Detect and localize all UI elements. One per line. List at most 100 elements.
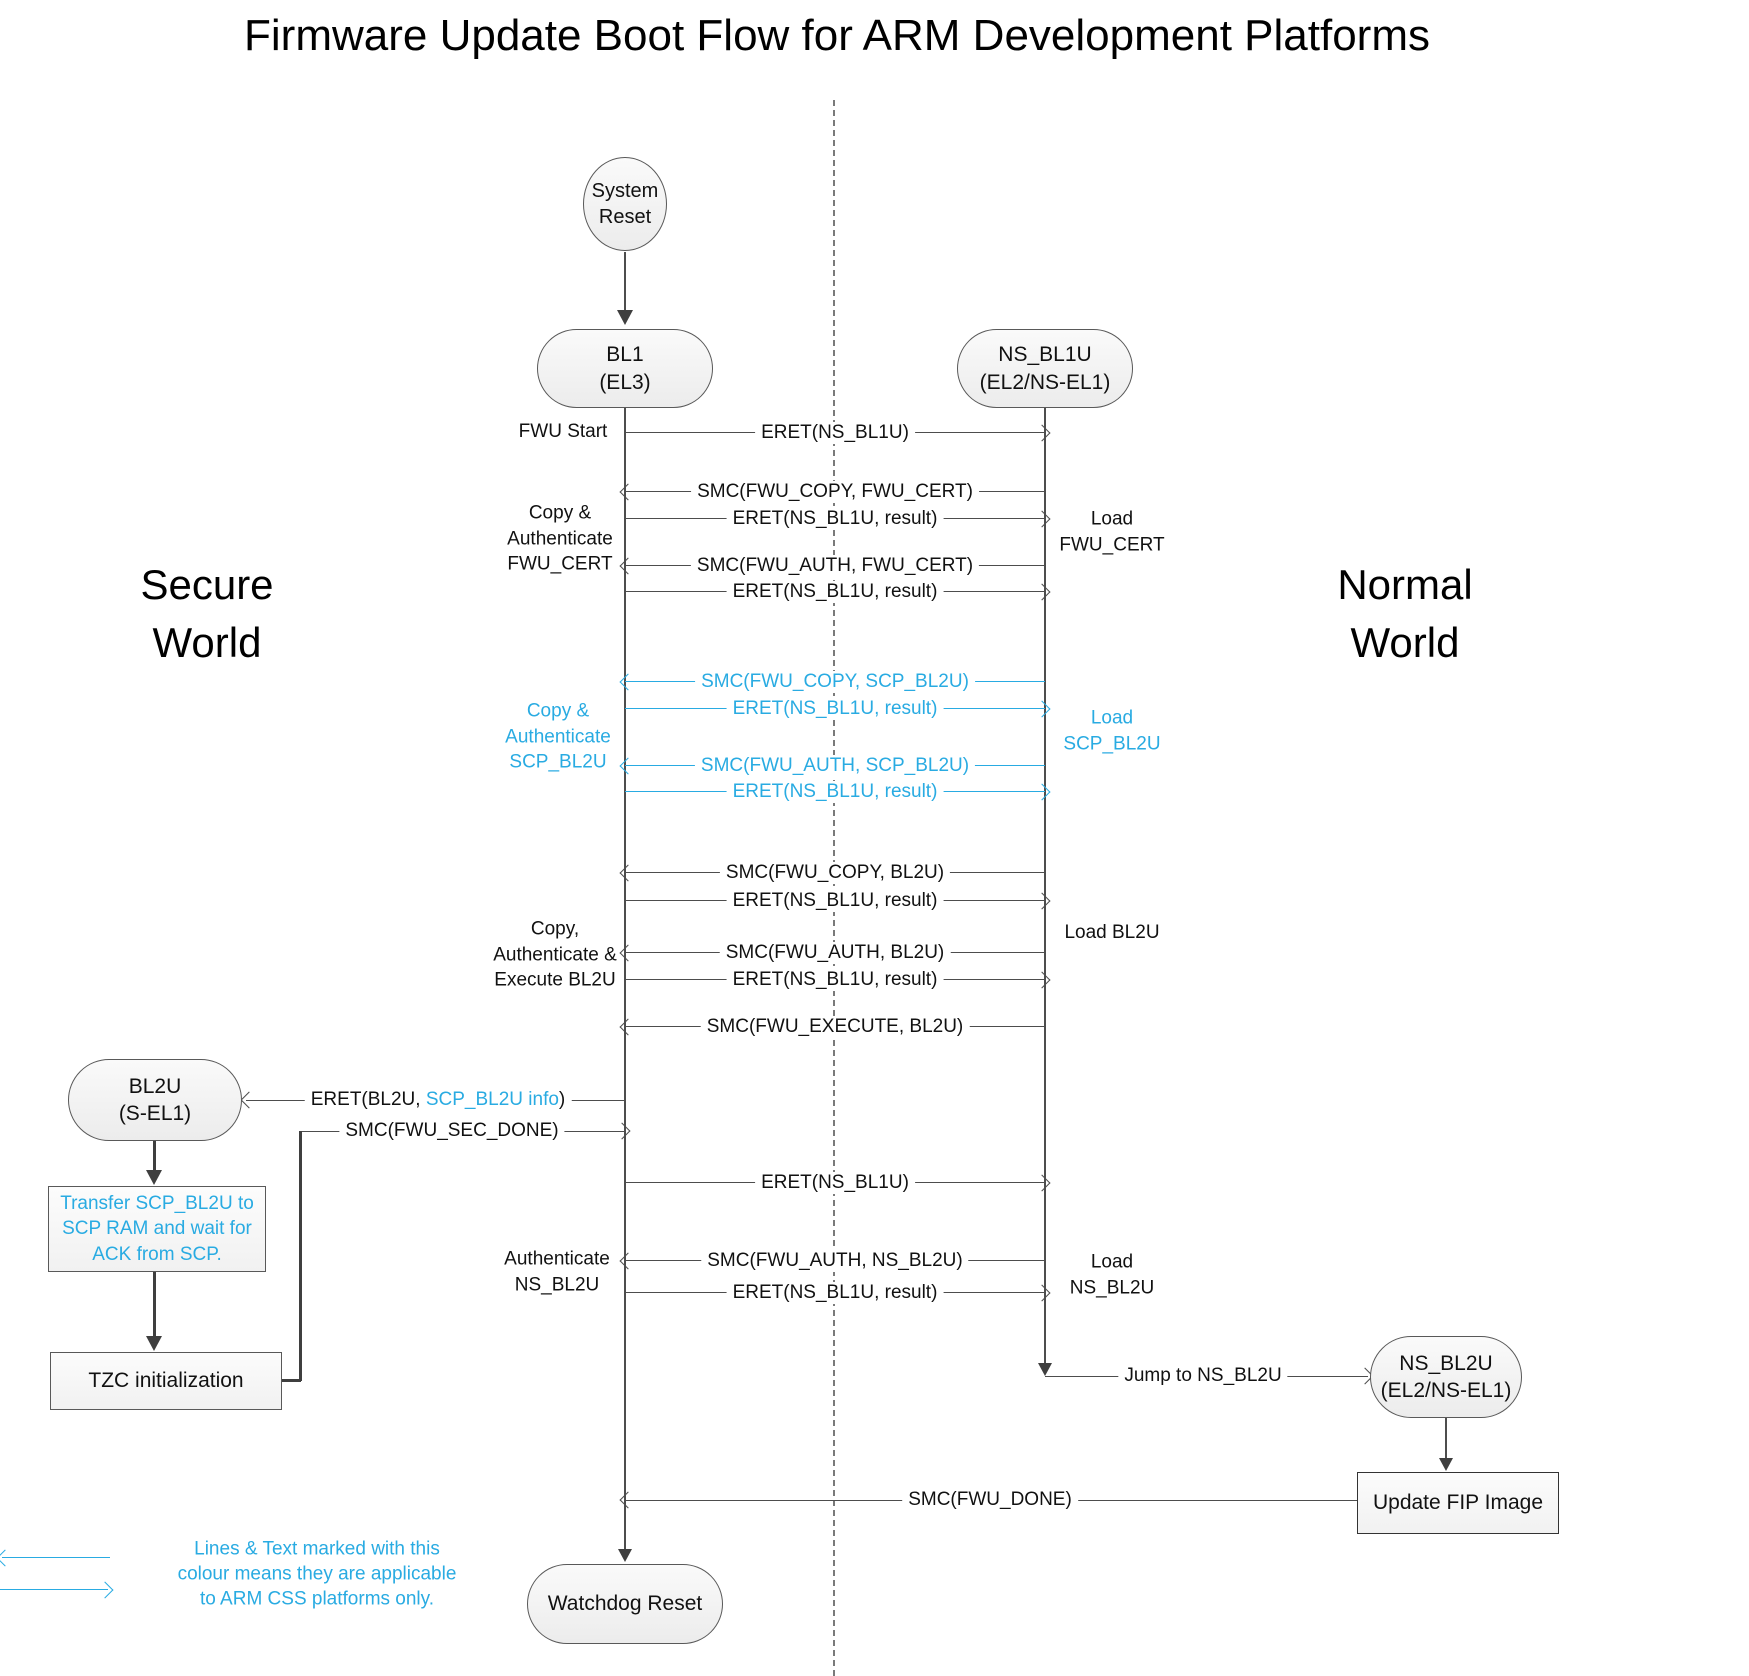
- arrowhead-right-icon: [1033, 424, 1051, 442]
- node-tzc-init: TZC initialization: [50, 1352, 282, 1410]
- node-system-reset: System Reset: [583, 157, 667, 251]
- smc-sec-done-label: SMC(FWU_SEC_DONE): [339, 1120, 565, 1142]
- arrowhead-down-icon: [146, 1336, 162, 1351]
- arrowhead-right-icon: [96, 1581, 114, 1599]
- side-label: FWU Start: [518, 421, 608, 443]
- arrow-jump-ns-bl2u: Jump to NS_BL2U: [1045, 1365, 1374, 1387]
- node-bl2u: BL2U (S-EL1): [68, 1059, 242, 1141]
- side-label: Load SCP_BL2U: [1063, 707, 1161, 754]
- arrowhead-left-icon: [619, 1491, 637, 1509]
- side-label: Copy, Authenticate & Execute BL2U: [493, 918, 617, 991]
- system-reset-to-bl1-line: [624, 252, 626, 314]
- message-label: SMC(FWU_EXECUTE, BL2U): [700, 1016, 970, 1038]
- message-arrow-smc: SMC(FWU_COPY, FWU_CERT): [619, 481, 1045, 503]
- secure-world-label: Secure World: [140, 561, 274, 666]
- message-label: SMC(FWU_AUTH, FWU_CERT): [690, 555, 980, 577]
- side-label: Authenticate NS_BL2U: [504, 1248, 610, 1295]
- arrow-eret-bl2u: ERET(BL2U, SCP_BL2U info): [240, 1089, 625, 1111]
- world-divider-dashed-line: [833, 100, 835, 1676]
- transfer-to-tzc-line: [153, 1272, 156, 1338]
- jump-ns-bl2u-label: Jump to NS_BL2U: [1118, 1365, 1288, 1387]
- arrowhead-down-icon: [618, 1549, 632, 1562]
- arrowhead-down-icon: [617, 310, 633, 325]
- legend-text: Lines & Text marked with this colour mea…: [177, 1538, 457, 1610]
- arrow-smc-fwu-done: SMC(FWU_DONE): [619, 1489, 1357, 1511]
- ns-bl2u-to-fip-line: [1445, 1418, 1447, 1460]
- message-arrow-smc: SMC(FWU_COPY, BL2U): [619, 862, 1045, 884]
- message-label: ERET(NS_BL1U, result): [726, 508, 944, 530]
- arrowhead-right-icon: [1033, 583, 1051, 601]
- message-arrow-eret: ERET(NS_BL1U, result): [625, 781, 1051, 803]
- node-transfer-scp: Transfer SCP_BL2U to SCP RAM and wait fo…: [48, 1186, 266, 1272]
- arrow-smc-sec-done: SMC(FWU_SEC_DONE): [302, 1120, 631, 1142]
- arrowhead-right-icon: [1033, 510, 1051, 528]
- message-arrow-eret: ERET(NS_BL1U, result): [625, 1282, 1051, 1304]
- eret-bl2u-label: ERET(BL2U, SCP_BL2U info): [304, 1089, 572, 1111]
- diagram-title: Firmware Update Boot Flow for ARM Develo…: [244, 11, 1430, 60]
- arrowhead-right-icon: [1033, 971, 1051, 989]
- message-arrow-smc: SMC(FWU_AUTH, BL2U): [619, 942, 1045, 964]
- message-label: ERET(NS_BL1U, result): [726, 969, 944, 991]
- message-arrow-eret: ERET(NS_BL1U, result): [625, 890, 1051, 912]
- arrowhead-left-icon: [240, 1091, 258, 1109]
- message-label: SMC(FWU_AUTH, NS_BL2U): [701, 1250, 969, 1272]
- arrowhead-right-icon: [1033, 892, 1051, 910]
- smc-fwu-done-label: SMC(FWU_DONE): [902, 1489, 1078, 1511]
- message-arrow-smc: SMC(FWU_COPY, SCP_BL2U): [619, 671, 1045, 693]
- normal-world-label: Normal World: [1337, 561, 1473, 666]
- node-bl1: BL1 (EL3): [537, 329, 713, 408]
- eret-bl2u-label-accent: SCP_BL2U info: [425, 1089, 559, 1110]
- arrowhead-left-icon: [619, 757, 637, 775]
- message-arrow-smc: SMC(FWU_EXECUTE, BL2U): [619, 1016, 1045, 1038]
- message-arrow-eret: ERET(NS_BL1U): [625, 1172, 1051, 1194]
- arrowhead-right-icon: [1033, 1174, 1051, 1192]
- tzc-connector-vertical: [299, 1131, 302, 1381]
- message-arrow-smc: SMC(FWU_AUTH, SCP_BL2U): [619, 755, 1045, 777]
- message-label: ERET(NS_BL1U, result): [726, 1282, 944, 1304]
- message-label: ERET(NS_BL1U, result): [726, 581, 944, 603]
- legend-arrow-left: [0, 1549, 110, 1567]
- message-arrow-smc: SMC(FWU_AUTH, NS_BL2U): [619, 1250, 1045, 1272]
- message-label: ERET(NS_BL1U, result): [726, 781, 944, 803]
- message-label: SMC(FWU_AUTH, SCP_BL2U): [694, 755, 976, 777]
- bl2u-to-transfer-line: [153, 1141, 156, 1174]
- message-label: SMC(FWU_AUTH, BL2U): [719, 942, 951, 964]
- node-update-fip: Update FIP Image: [1357, 1472, 1559, 1534]
- arrowhead-left-icon: [619, 557, 637, 575]
- message-arrow-eret: ERET(NS_BL1U): [625, 422, 1051, 444]
- arrowhead-right-icon: [613, 1122, 631, 1140]
- arrowhead-left-icon: [619, 1018, 637, 1036]
- arrowhead-left-icon: [619, 483, 637, 501]
- side-label: Copy & Authenticate SCP_BL2U: [505, 700, 611, 773]
- message-label: ERET(NS_BL1U, result): [726, 698, 944, 720]
- arrowhead-down-icon: [1038, 1363, 1052, 1376]
- message-label: SMC(FWU_COPY, BL2U): [719, 862, 951, 884]
- message-arrow-smc: SMC(FWU_AUTH, FWU_CERT): [619, 555, 1045, 577]
- message-label: ERET(NS_BL1U, result): [726, 890, 944, 912]
- bl1-lifeline: [624, 408, 626, 1550]
- message-arrow-eret: ERET(NS_BL1U, result): [625, 698, 1051, 720]
- side-label: Load NS_BL2U: [1069, 1251, 1155, 1298]
- node-watchdog-reset: Watchdog Reset: [527, 1564, 723, 1644]
- ns-bl1u-lifeline: [1044, 408, 1046, 1364]
- message-label: ERET(NS_BL1U): [755, 422, 915, 444]
- side-label: Load FWU_CERT: [1059, 508, 1165, 555]
- arrowhead-right-icon: [1033, 783, 1051, 801]
- node-ns-bl1u: NS_BL1U (EL2/NS-EL1): [957, 329, 1133, 408]
- node-ns-bl2u: NS_BL2U (EL2/NS-EL1): [1370, 1336, 1522, 1418]
- arrowhead-left-icon: [619, 673, 637, 691]
- side-label: Load BL2U: [1064, 922, 1160, 944]
- side-label: Copy & Authenticate FWU_CERT: [507, 502, 613, 575]
- arrowhead-down-icon: [1439, 1458, 1453, 1471]
- arrowhead-left-icon: [619, 864, 637, 882]
- message-label: SMC(FWU_COPY, SCP_BL2U): [695, 671, 975, 693]
- arrowhead-down-icon: [146, 1170, 162, 1185]
- arrowhead-left-icon: [619, 944, 637, 962]
- message-arrow-eret: ERET(NS_BL1U, result): [625, 969, 1051, 991]
- message-label: ERET(NS_BL1U): [755, 1172, 915, 1194]
- arrowhead-right-icon: [1033, 1284, 1051, 1302]
- arrowhead-right-icon: [1033, 700, 1051, 718]
- arrowhead-left-icon: [619, 1252, 637, 1270]
- legend-arrow-right: [0, 1581, 114, 1599]
- message-arrow-eret: ERET(NS_BL1U, result): [625, 508, 1051, 530]
